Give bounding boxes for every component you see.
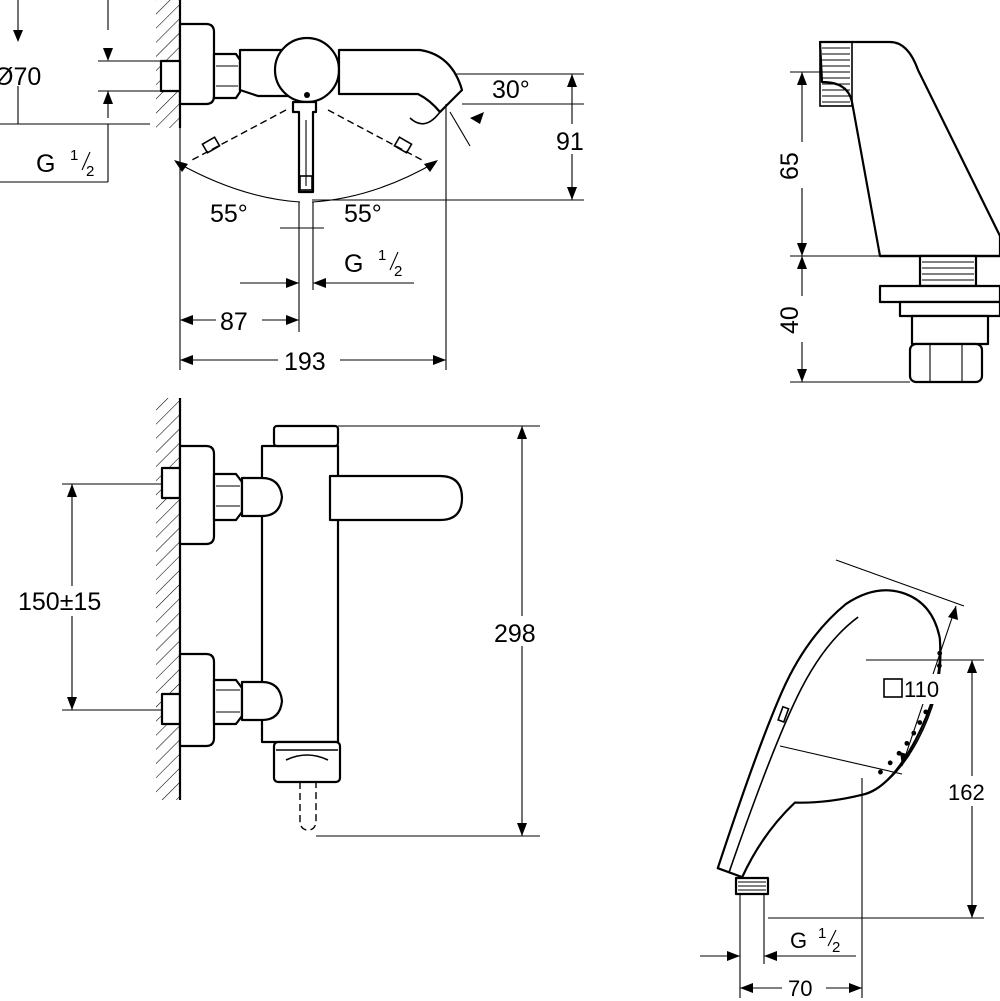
height-91-label: 91 xyxy=(556,128,584,156)
angle-right-label: 55° xyxy=(344,200,382,228)
spout-top xyxy=(337,48,464,114)
angle-left-label: 55° xyxy=(210,200,248,228)
dim-193-label: 193 xyxy=(284,348,326,376)
width-70-label: 70 xyxy=(788,976,812,1001)
svg-text:2: 2 xyxy=(86,163,94,180)
svg-text:1: 1 xyxy=(378,247,386,264)
lower-rosette xyxy=(178,652,216,748)
svg-text:110: 110 xyxy=(904,677,939,702)
hand-shower-body xyxy=(716,589,942,879)
svg-text:1: 1 xyxy=(818,925,826,942)
length-162-label: 162 xyxy=(948,780,985,805)
svg-text:G: G xyxy=(790,928,807,953)
height-298-label: 298 xyxy=(494,620,536,648)
holder-flange xyxy=(878,284,1000,304)
inlet-thread-label: G 1 2 xyxy=(344,247,402,280)
svg-text:G: G xyxy=(36,150,55,178)
holder-body xyxy=(818,40,1000,258)
hex-nut-top xyxy=(212,52,242,100)
upper-nut xyxy=(212,472,244,522)
wall-rosette-top xyxy=(178,22,216,106)
handle-knob-top xyxy=(304,92,310,98)
svg-text:2: 2 xyxy=(394,263,402,280)
dim-87-label: 87 xyxy=(220,308,248,336)
spout-angle-label: 30° xyxy=(492,76,530,104)
svg-text:1: 1 xyxy=(70,147,78,164)
hand-shower-view: 110 162 G 1 2 70 xyxy=(700,559,1000,1001)
holder-spindle xyxy=(918,254,978,288)
lever-handle-front xyxy=(328,474,464,522)
thread-label-left: G 1 2 xyxy=(36,147,94,180)
lever-handle-top xyxy=(291,100,318,194)
centers-label: 150±15 xyxy=(18,588,101,616)
svg-text:G: G xyxy=(344,250,363,278)
inlet-stub-top xyxy=(159,59,182,93)
wall-hatch-front xyxy=(156,398,180,800)
diameter-label: Ø70 xyxy=(0,63,41,91)
face-size-label: 110 xyxy=(878,674,952,704)
front-view: 150±15 298 xyxy=(16,398,554,837)
lower-nut xyxy=(212,678,244,726)
dim-65-label: 65 xyxy=(776,152,804,180)
svg-text:2: 2 xyxy=(832,939,840,956)
plan-view: Ø70 G 1 2 55° 55° 30° 91 xyxy=(0,0,588,376)
spout-outlet-top xyxy=(409,111,441,125)
holder-view: 65 40 xyxy=(776,40,1000,384)
dim-40-label: 40 xyxy=(776,306,804,334)
holder-nut xyxy=(908,342,984,384)
diverter-front xyxy=(272,740,342,784)
hand-shower-thread-label: G 1 2 xyxy=(790,925,840,956)
top-cap-front xyxy=(272,424,340,448)
upper-rosette xyxy=(178,444,216,546)
